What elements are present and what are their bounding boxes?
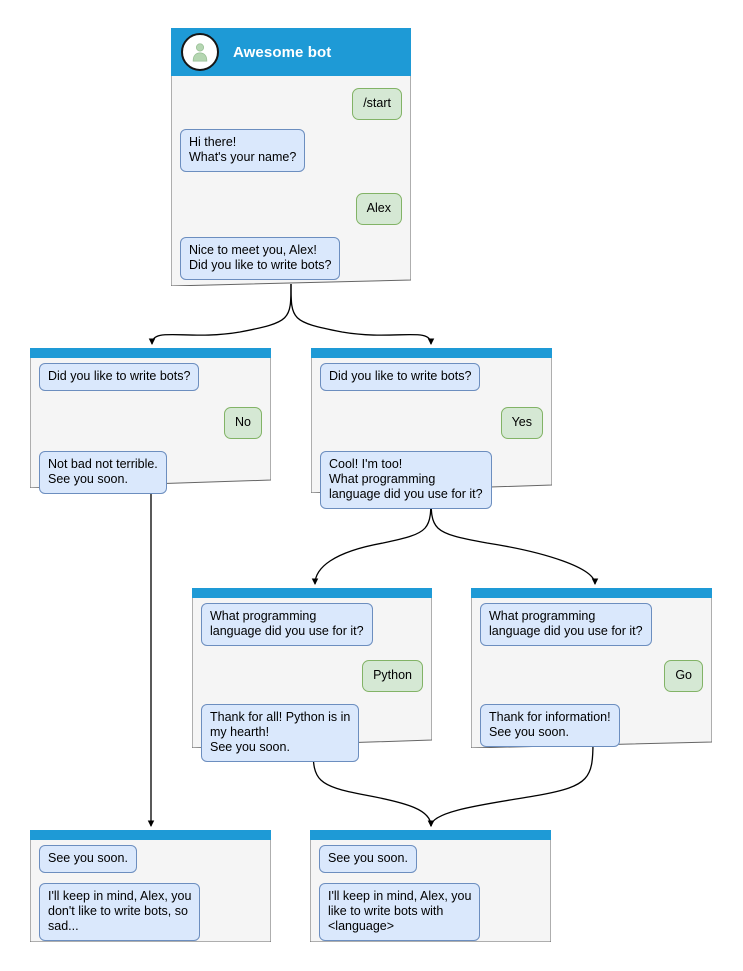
end-happy-card[interactable]: See you soon. I'll keep in mind, Alex, y…: [310, 830, 551, 942]
connector-root-to-yes: [290, 283, 435, 346]
bot-bubble[interactable]: Did you like to write bots?: [320, 363, 481, 391]
yes-branch-card[interactable]: Did you like to write bots? Yes Cool! I'…: [311, 348, 552, 509]
message-row: Yes: [320, 407, 543, 439]
card-header-bar: [310, 830, 551, 840]
user-bubble[interactable]: /start: [352, 88, 402, 120]
no-branch-messages: Did you like to write bots? No Not bad n…: [30, 358, 271, 504]
start-card-messages: /start Hi there! What's your name? Alex …: [171, 76, 411, 290]
message-row: Thank for all! Python is in my hearth! S…: [201, 704, 423, 762]
python-branch-card[interactable]: What programming language did you use fo…: [192, 588, 432, 762]
bot-bubble[interactable]: I'll keep in mind, Alex, you like to wri…: [319, 883, 481, 941]
card-header-bar: [192, 588, 432, 598]
card-header-bar: [471, 588, 712, 598]
python-branch-messages: What programming language did you use fo…: [192, 598, 432, 772]
bot-bubble[interactable]: What programming language did you use fo…: [480, 603, 652, 646]
message-row: Python: [201, 660, 423, 692]
user-bubble[interactable]: Yes: [500, 407, 543, 439]
bot-header-bar: Awesome bot: [171, 28, 411, 76]
bot-name-label: Awesome bot: [233, 43, 332, 61]
person-avatar-icon: [181, 33, 219, 71]
message-row: Did you like to write bots?: [320, 363, 543, 391]
yes-branch-messages: Did you like to write bots? Yes Cool! I'…: [311, 358, 552, 519]
bot-bubble[interactable]: Nice to meet you, Alex! Did you like to …: [180, 237, 341, 280]
bot-bubble[interactable]: Not bad not terrible. See you soon.: [39, 451, 167, 494]
bot-bubble[interactable]: What programming language did you use fo…: [201, 603, 373, 646]
message-row: See you soon.: [39, 845, 262, 873]
message-row: See you soon.: [319, 845, 542, 873]
message-row: Hi there! What's your name?: [180, 129, 402, 172]
message-row: Nice to meet you, Alex! Did you like to …: [180, 237, 402, 280]
user-bubble[interactable]: No: [224, 407, 262, 439]
bot-bubble[interactable]: Cool! I'm too! What programming language…: [320, 451, 492, 509]
bot-bubble[interactable]: Thank for information! See you soon.: [480, 704, 620, 747]
card-header-bar: [30, 348, 271, 358]
bot-bubble[interactable]: Hi there! What's your name?: [180, 129, 306, 172]
no-branch-card[interactable]: Did you like to write bots? No Not bad n…: [30, 348, 271, 494]
card-header-bar: [30, 830, 271, 840]
end-happy-messages: See you soon. I'll keep in mind, Alex, y…: [310, 840, 551, 951]
message-row: What programming language did you use fo…: [201, 603, 423, 646]
message-row: Not bad not terrible. See you soon.: [39, 451, 262, 494]
start-card[interactable]: Awesome bot /start Hi there! What's your…: [171, 28, 411, 286]
message-row: No: [39, 407, 262, 439]
message-row: Did you like to write bots?: [39, 363, 262, 391]
message-row: I'll keep in mind, Alex, you like to wri…: [319, 883, 542, 941]
message-row: Thank for information! See you soon.: [480, 704, 703, 747]
message-row: /start: [180, 88, 402, 120]
bot-bubble[interactable]: Thank for all! Python is in my hearth! S…: [201, 704, 360, 762]
user-bubble[interactable]: Alex: [355, 193, 402, 225]
message-row: Go: [480, 660, 703, 692]
go-branch-card[interactable]: What programming language did you use fo…: [471, 588, 712, 748]
bot-bubble[interactable]: See you soon.: [39, 845, 137, 873]
user-bubble[interactable]: Python: [362, 660, 423, 692]
connector-root-to-no: [148, 283, 292, 346]
message-row: What programming language did you use fo…: [480, 603, 703, 646]
message-row: Cool! I'm too! What programming language…: [320, 451, 543, 509]
go-branch-messages: What programming language did you use fo…: [471, 598, 712, 757]
user-bubble[interactable]: Go: [664, 660, 703, 692]
message-row: I'll keep in mind, Alex, you don't like …: [39, 883, 262, 941]
message-row: Alex: [180, 193, 402, 225]
card-header-bar: [311, 348, 552, 358]
end-sad-messages: See you soon. I'll keep in mind, Alex, y…: [30, 840, 271, 951]
end-sad-card[interactable]: See you soon. I'll keep in mind, Alex, y…: [30, 830, 271, 942]
bot-bubble[interactable]: I'll keep in mind, Alex, you don't like …: [39, 883, 201, 941]
bot-bubble[interactable]: See you soon.: [319, 845, 417, 873]
bot-bubble[interactable]: Did you like to write bots?: [39, 363, 200, 391]
